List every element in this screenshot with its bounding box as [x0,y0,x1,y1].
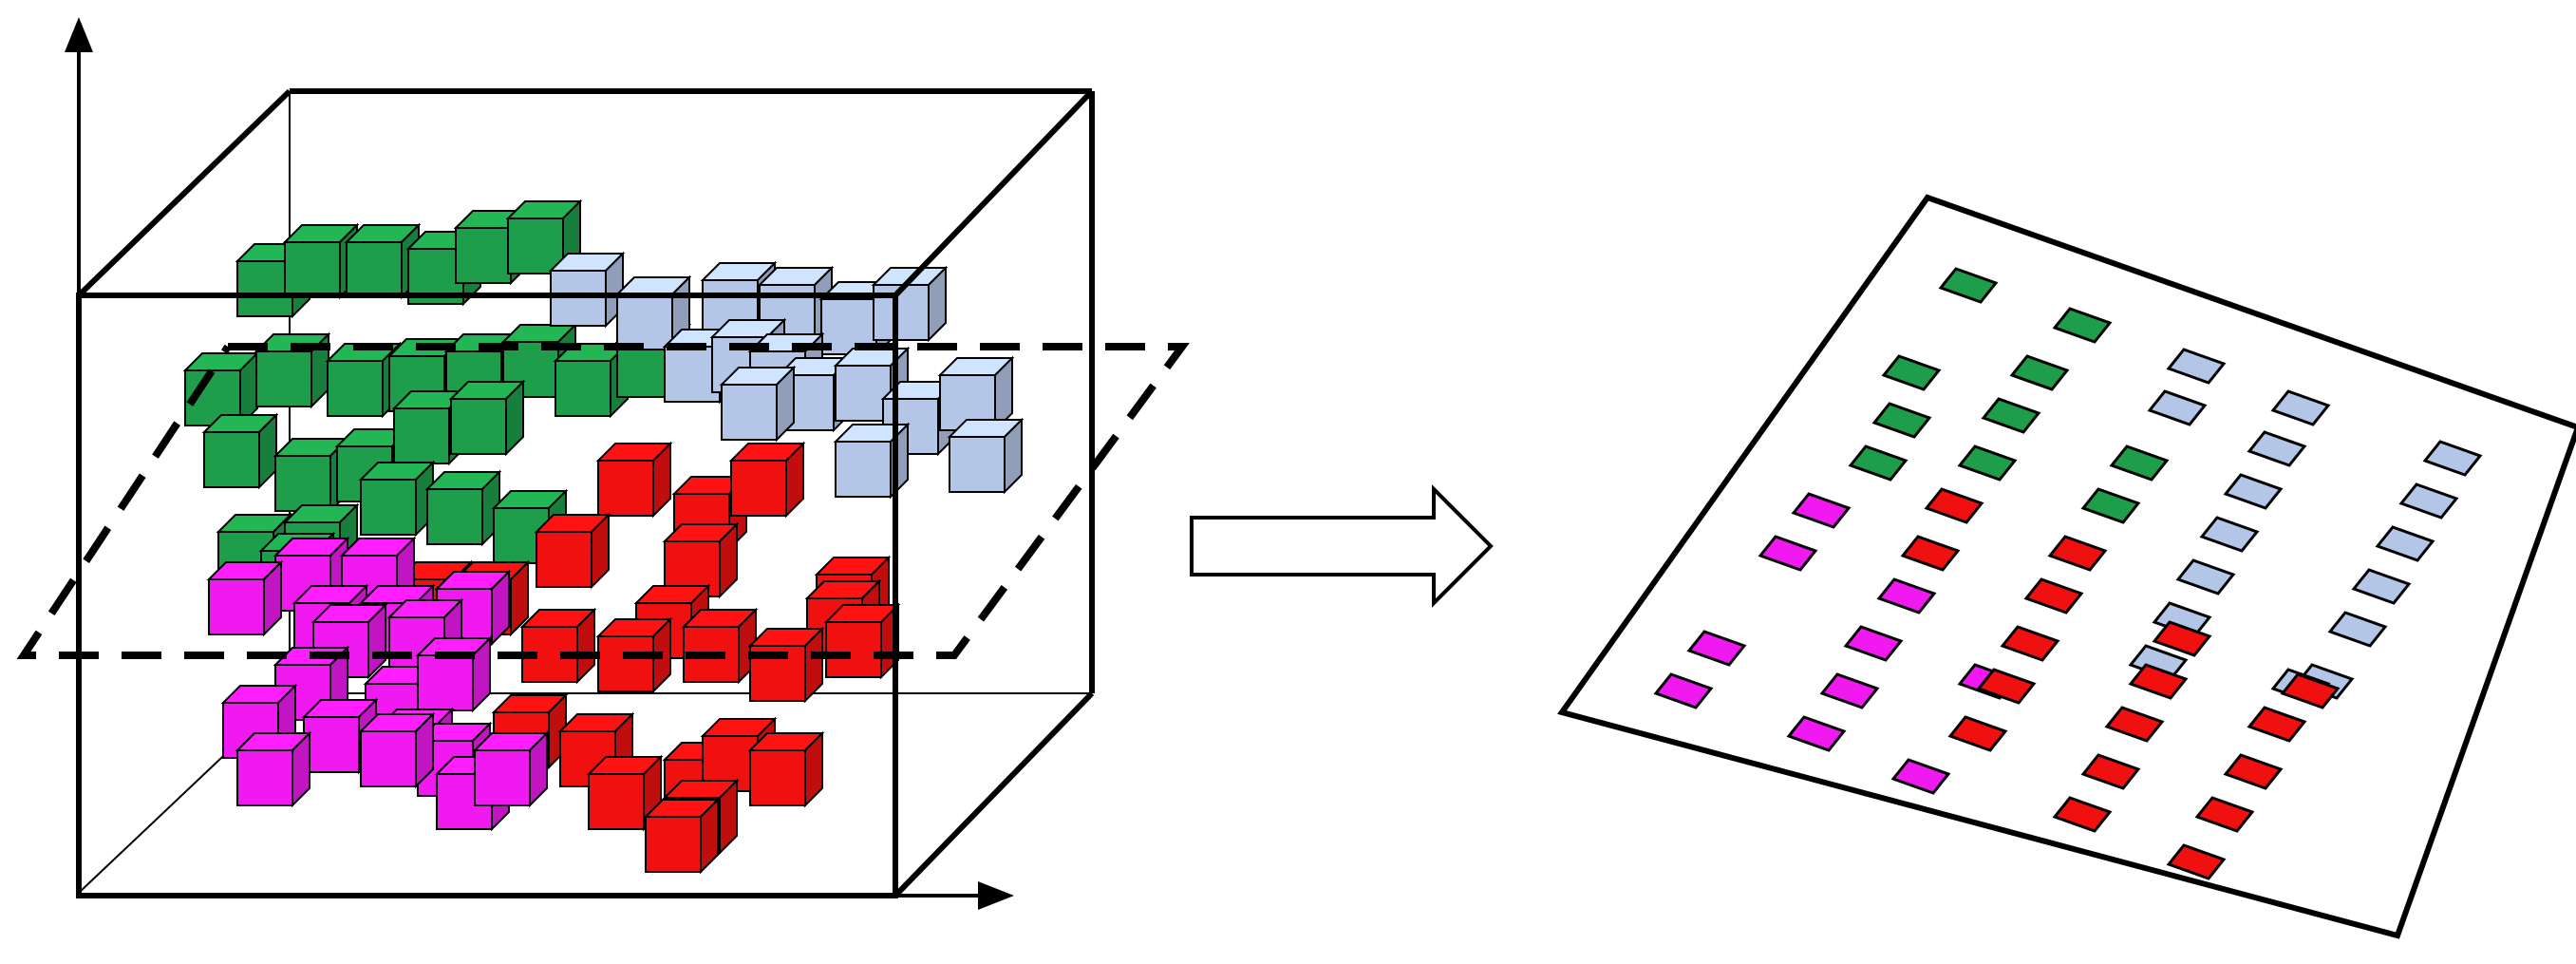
blue-tile [2247,430,2307,467]
blue-tile [2327,611,2388,648]
magenta-tile [1786,715,1847,752]
red-tile [2247,706,2307,743]
green-cube [448,379,526,457]
blue-tile [2398,482,2459,520]
red-cube [586,754,664,832]
slicing-plane-dashed [16,343,1190,659]
blue-tile [2166,348,2227,385]
blue-tile [2270,389,2331,426]
projected-slice-sheet [1557,194,2576,939]
green-tile [1848,444,1908,482]
red-cube [534,512,611,590]
y-axis-arrowhead-icon [65,17,93,52]
magenta-tile [1890,758,1951,795]
green-cube [424,469,502,547]
red-cube [643,797,721,875]
green-tile [2109,444,2170,482]
magenta-tile [1876,577,1937,614]
green-tile [1957,444,2018,482]
magenta-cube [235,730,312,808]
red-cube [662,521,740,599]
blue-cube [833,422,911,500]
blue-tile [2422,440,2483,477]
magenta-cube [415,635,493,713]
magenta-cube [301,697,379,775]
magenta-cube [472,730,550,808]
red-cube [747,730,825,808]
red-tile [2047,535,2108,572]
x-axis-arrowhead-icon [978,881,1014,910]
blue-cube [548,251,626,329]
green-tile [1871,402,1932,439]
red-tile [1924,487,1984,524]
red-tile [2223,753,2284,790]
red-cube [823,602,901,680]
green-cube [358,460,436,538]
magenta-tile [1843,625,1904,662]
blue-tile [2223,473,2284,510]
green-cube [325,341,403,419]
green-cube [254,331,331,409]
green-cube [201,412,279,490]
red-tile [1900,535,1961,572]
green-tile [1881,354,1942,391]
blue-tile [2199,516,2260,553]
blue-tile [2351,568,2412,605]
green-tile [2080,487,2141,524]
magenta-cube [206,559,284,637]
red-tile [2104,706,2165,743]
red-tile [2080,753,2141,790]
red-tile [2280,672,2341,709]
red-cube [595,441,673,519]
blue-tile [2175,558,2236,595]
green-tile [1981,397,2041,434]
red-tile [2128,663,2189,700]
magenta-tile [1758,535,1818,572]
cube-box-front-edges [76,88,1095,898]
red-tile [1947,715,2008,752]
cube-cloud [182,198,1025,875]
red-cube [519,607,597,685]
red-tile [2052,796,2113,833]
red-cube [747,626,825,704]
green-tile [2009,354,2070,391]
red-tile [2000,625,2060,662]
magenta-tile [1686,630,1747,667]
right-arrow-icon [1190,484,1494,608]
magenta-tile [1653,672,1714,709]
red-tile [1976,668,2037,705]
red-tile [2194,796,2255,833]
red-tile [2152,620,2212,657]
magenta-tile [1819,672,1880,709]
blue-tile [2147,389,2208,426]
blue-tile [2375,525,2435,562]
magenta-cube [358,711,436,789]
blue-cube [833,346,911,424]
red-cube [681,607,759,685]
blue-cube [719,365,797,443]
red-tile [2023,577,2084,614]
green-tile [2052,307,2113,344]
red-tile [2166,843,2227,880]
green-tile [1938,267,1999,304]
red-cube [728,441,806,519]
projected-tiles [1653,267,2483,880]
magenta-tile [1791,492,1852,529]
blue-cube [947,417,1025,495]
